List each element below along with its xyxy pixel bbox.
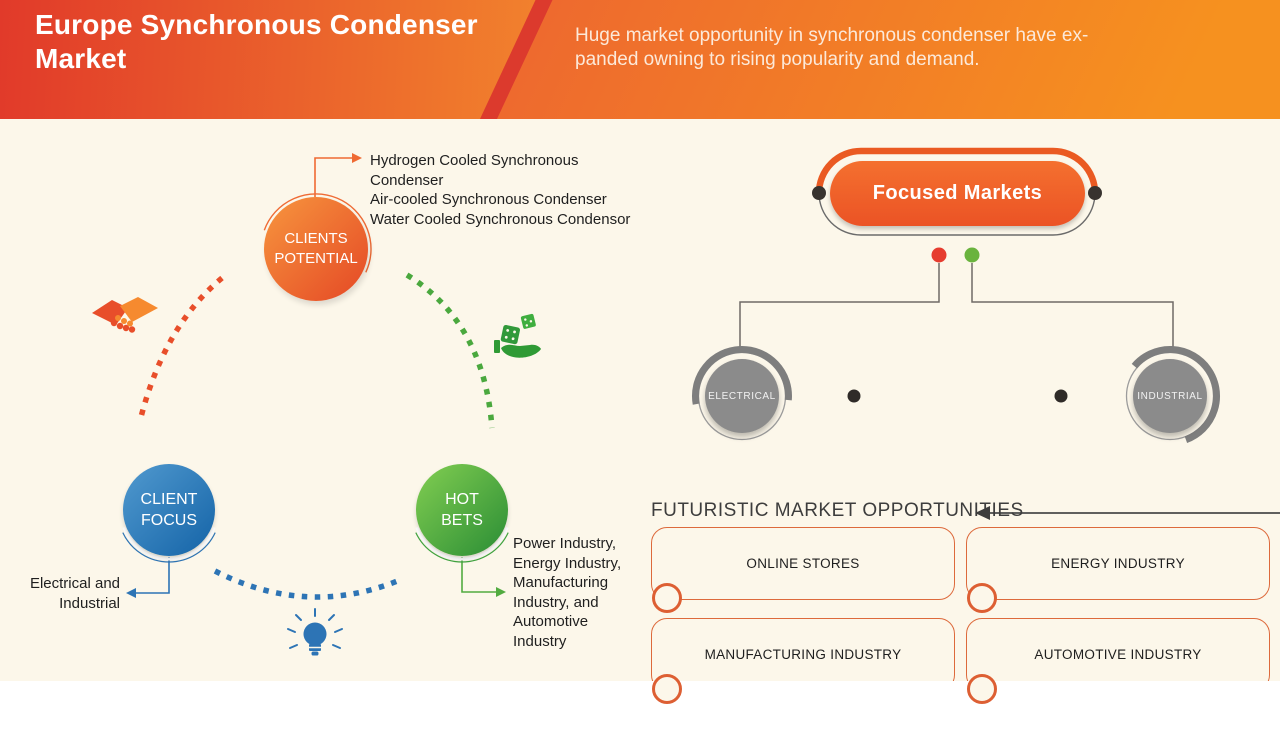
page-title: Europe Synchronous Condenser Market [35, 9, 478, 74]
client-focus-items: Electrical and Industrial [29, 575, 120, 612]
bottom-white-strip [0, 681, 1280, 731]
page-subtitle: Huge market opportunity in synchronous c… [575, 25, 1089, 70]
hot-bets-circle: HOT BETS [416, 464, 508, 556]
hot-bets-connector [461, 557, 506, 597]
opportunity-corner-ring [652, 583, 682, 613]
opportunity-corner-ring [652, 674, 682, 704]
hot-bets-label: HOT BETS [441, 491, 483, 529]
electrical-node-label: ELECTRICAL [708, 390, 776, 402]
dice-hand-icon [494, 313, 541, 358]
electrical-node: ELECTRICAL [705, 359, 779, 433]
red-branch-dot [931, 247, 947, 263]
opportunity-label: ONLINE STORES [746, 556, 860, 571]
electrical-branch-line [739, 263, 940, 352]
orange-dotted-arc [138, 275, 224, 418]
industrial-branch-line [971, 263, 1174, 352]
opportunity-label: AUTOMOTIVE INDUSTRY [1034, 647, 1202, 662]
green-branch-dot [964, 247, 980, 263]
opportunity-corner-ring [967, 674, 997, 704]
header-banner: Europe Synchronous Condenser Market Huge… [0, 0, 1280, 119]
spacer-dot-left [847, 389, 861, 403]
green-dotted-arc [405, 272, 495, 429]
handshake-icon [92, 297, 158, 333]
client-focus-connector [126, 557, 170, 598]
clients-potential-circle: CLIENTS POTENTIAL [264, 197, 368, 301]
opportunity-label: ENERGY INDUSTRY [1051, 556, 1185, 571]
clients-potential-items: Hydrogen Cooled Synchronous Condenser Ai… [370, 152, 631, 228]
opportunity-box-online-stores: ONLINE STORES [651, 527, 955, 600]
clients-potential-connector [314, 153, 362, 197]
client-focus-label: CLIENT FOCUS [140, 491, 198, 529]
focused-markets-title: Focused Markets [872, 182, 1043, 204]
client-focus-circle: CLIENT FOCUS [123, 464, 215, 556]
blue-dotted-arc [213, 568, 402, 600]
focused-markets-pill: Focused Markets [830, 161, 1085, 226]
opportunity-label: MANUFACTURING INDUSTRY [704, 647, 902, 662]
industrial-node-label: INDUSTRIAL [1137, 390, 1203, 402]
spacer-dot-right [1054, 389, 1068, 403]
hot-bets-items: Power Industry, Energy Industry, Manufac… [513, 535, 622, 650]
industrial-node: INDUSTRIAL [1133, 359, 1207, 433]
opportunity-corner-ring [967, 583, 997, 613]
opportunities-heading: FUTURISTIC MARKET OPPORTUNITIES [651, 500, 1024, 521]
lightbulb-icon [287, 608, 343, 656]
opportunity-box-energy-industry: ENERGY INDUSTRY [966, 527, 1270, 600]
clients-potential-label: CLIENTS POTENTIAL [274, 230, 358, 267]
